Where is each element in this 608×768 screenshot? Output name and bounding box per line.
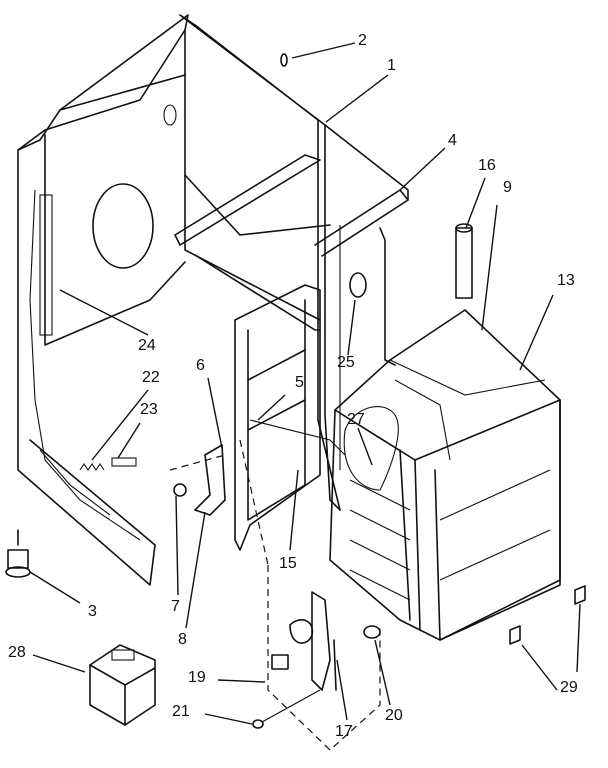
callout-16: 16 xyxy=(478,157,496,174)
callout-1: 1 xyxy=(387,57,396,74)
part-screw xyxy=(280,53,288,67)
callout-13: 13 xyxy=(557,272,575,289)
part-clip-left xyxy=(509,625,521,645)
part-valve-assembly xyxy=(271,591,381,691)
part-plug xyxy=(349,272,367,298)
callout-23: 23 xyxy=(140,401,158,418)
callout-9: 9 xyxy=(503,179,512,196)
callout-20: 20 xyxy=(385,707,403,724)
callout-28: 28 xyxy=(8,644,26,661)
callout-5: 5 xyxy=(295,374,304,391)
callout-7: 7 xyxy=(171,598,180,615)
callout-6: 6 xyxy=(196,357,205,374)
callout-25: 25 xyxy=(337,354,355,371)
leader-lines xyxy=(29,42,581,725)
part-screw-23 xyxy=(111,457,137,467)
part-box xyxy=(89,644,156,726)
callout-2: 2 xyxy=(358,32,367,49)
part-spring xyxy=(79,463,105,471)
part-side-panel-left xyxy=(17,14,189,586)
part-front-frame xyxy=(234,284,346,551)
callout-17: 17 xyxy=(335,723,353,740)
callout-27: 27 xyxy=(347,411,365,428)
callout-15: 15 xyxy=(279,555,297,572)
part-bracket xyxy=(173,444,226,516)
callout-3: 3 xyxy=(88,603,97,620)
callout-24: 24 xyxy=(138,337,156,354)
callout-4: 4 xyxy=(448,132,457,149)
part-frame xyxy=(174,14,409,511)
callout-21: 21 xyxy=(172,703,190,720)
part-burner-box xyxy=(329,309,561,641)
part-thumb-screw xyxy=(252,719,264,729)
part-leveling-leg xyxy=(5,529,31,578)
callout-29: 29 xyxy=(560,679,578,696)
callout-8: 8 xyxy=(178,631,187,648)
part-clip-right xyxy=(574,585,586,605)
callout-22: 22 xyxy=(142,369,160,386)
callout-19: 19 xyxy=(188,669,206,686)
part-tube xyxy=(455,223,473,299)
